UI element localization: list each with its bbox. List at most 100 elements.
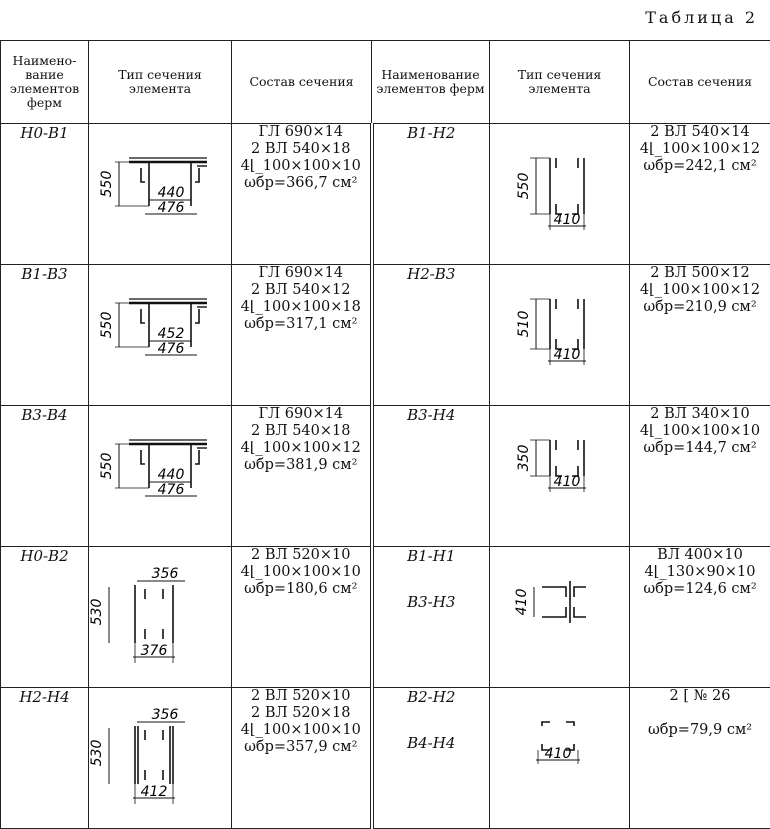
top-width-dimension: 356 [152, 566, 179, 582]
element-name-cell: Н2-Н4 [0, 687, 89, 829]
composition-line: ωбр=381,9 см² [244, 457, 358, 473]
angle-mark [573, 586, 586, 597]
composition-line: 4⌊_100×100×10 [240, 158, 361, 174]
section-diagram-cell: 510 410 [489, 264, 630, 406]
angle-mark [140, 309, 145, 324]
composition-line: ГЛ 690×14 [258, 265, 344, 281]
angle-mark [195, 168, 200, 183]
composition-line: 4⌊_100×100×10 [639, 423, 761, 439]
composition-line: ωбр=242,1 см² [643, 158, 757, 174]
element-name: В1-Н1 [407, 547, 456, 565]
element-name-cell: Н0-В1 [0, 123, 89, 265]
section-diagram: 350 410 [516, 439, 586, 492]
table-header-row: Наимено-вание элементов ферм Тип сечения… [0, 40, 770, 124]
composition-line: ωбр=317,1 см² [244, 316, 358, 332]
height-dimension: 550 [99, 453, 115, 480]
height-dimension: 350 [516, 445, 532, 472]
element-name: Н0-В1 [20, 124, 69, 142]
composition-line: 4⌊_100×100×10 [240, 564, 361, 580]
outer-width-dimension: 476 [158, 482, 185, 498]
header-comp: Состав сечения [231, 40, 372, 124]
section-diagram-cell: 410 [489, 546, 630, 688]
section-diagram-cell: 410 [489, 687, 630, 829]
angle-mark [572, 204, 579, 215]
element-name: Н2-В3 [407, 265, 456, 283]
composition-line: ωбр=79,9 см² [647, 722, 753, 738]
header-comp-2: Состав сечения [629, 40, 770, 124]
height-dimension: 550 [99, 312, 115, 339]
inner-width-dimension: 440 [158, 467, 185, 483]
angle-mark [542, 586, 567, 597]
top-width-dimension: 356 [152, 707, 179, 723]
element-name: Н0-В2 [20, 547, 69, 565]
channel-mark [566, 744, 575, 751]
composition-line: ωбр=366,7 см² [244, 175, 358, 191]
element-name: В3-Н4 [407, 406, 456, 424]
outer-width-dimension: 476 [158, 200, 185, 216]
composition-line: ωбр=144,7 см² [643, 440, 757, 456]
composition-line: ωбр=357,9 см² [244, 739, 358, 755]
inner-width-dimension: 440 [158, 185, 185, 201]
composition-line: 4⌊_100×100×12 [639, 141, 761, 157]
element-name: В2-Н2 [407, 688, 456, 706]
composition-line: 2 ВЛ 540×14 [650, 124, 750, 140]
angle-mark [572, 466, 579, 477]
composition-line: ГЛ 690×14 [258, 406, 344, 422]
section-diagram: 410 [514, 581, 586, 623]
bottom-width-dimension: 376 [141, 643, 168, 659]
header-name: Наимено-вание элементов ферм [0, 40, 89, 124]
composition-line: 2 ВЛ 540×12 [251, 282, 351, 298]
composition-line: ωбр=180,6 см² [244, 581, 358, 597]
inner-width-dimension: 452 [158, 326, 185, 342]
element-name: В4-Н4 [407, 734, 456, 752]
composition-line: 2 ВЛ 520×10 [251, 547, 351, 563]
outer-width-dimension: 476 [158, 341, 185, 357]
bottom-width-dimension: 412 [141, 784, 168, 800]
section-diagram: 410 [536, 721, 580, 764]
header-type: Тип сечения элемента [88, 40, 232, 124]
table-caption: Таблица 2 [645, 8, 758, 27]
angle-mark [195, 450, 200, 465]
element-name-cell: В3-Н4 [369, 405, 490, 547]
angle-mark [555, 466, 562, 477]
header-type-2: Тип сечения элемента [489, 40, 630, 124]
composition-line: 2 ВЛ 520×18 [251, 705, 351, 721]
composition-line: 4⌊_100×100×10 [240, 722, 361, 738]
composition-line: 2 ВЛ 340×10 [650, 406, 750, 422]
composition-line: 2 ВЛ 540×18 [251, 141, 351, 157]
width-dimension: 410 [545, 746, 572, 762]
composition-line: 2 [ № 26 [669, 688, 731, 704]
element-name: Н2-Н4 [19, 688, 70, 706]
element-name-cell: Н2-В3 [369, 264, 490, 406]
composition-line: 4⌊_130×90×10 [644, 564, 756, 580]
channel-mark [541, 744, 550, 751]
element-name-cell: В1-В3 [0, 264, 89, 406]
element-name: В1-Н2 [407, 124, 456, 142]
width-dimension: 410 [554, 474, 581, 490]
height-dimension: 510 [516, 311, 532, 338]
angle-mark [573, 607, 586, 618]
channel-mark [566, 721, 575, 726]
element-name-cell: В1-Н2 [369, 123, 490, 265]
width-dimension: 410 [554, 347, 581, 363]
composition-line: ωбр=124,6 см² [643, 581, 757, 597]
